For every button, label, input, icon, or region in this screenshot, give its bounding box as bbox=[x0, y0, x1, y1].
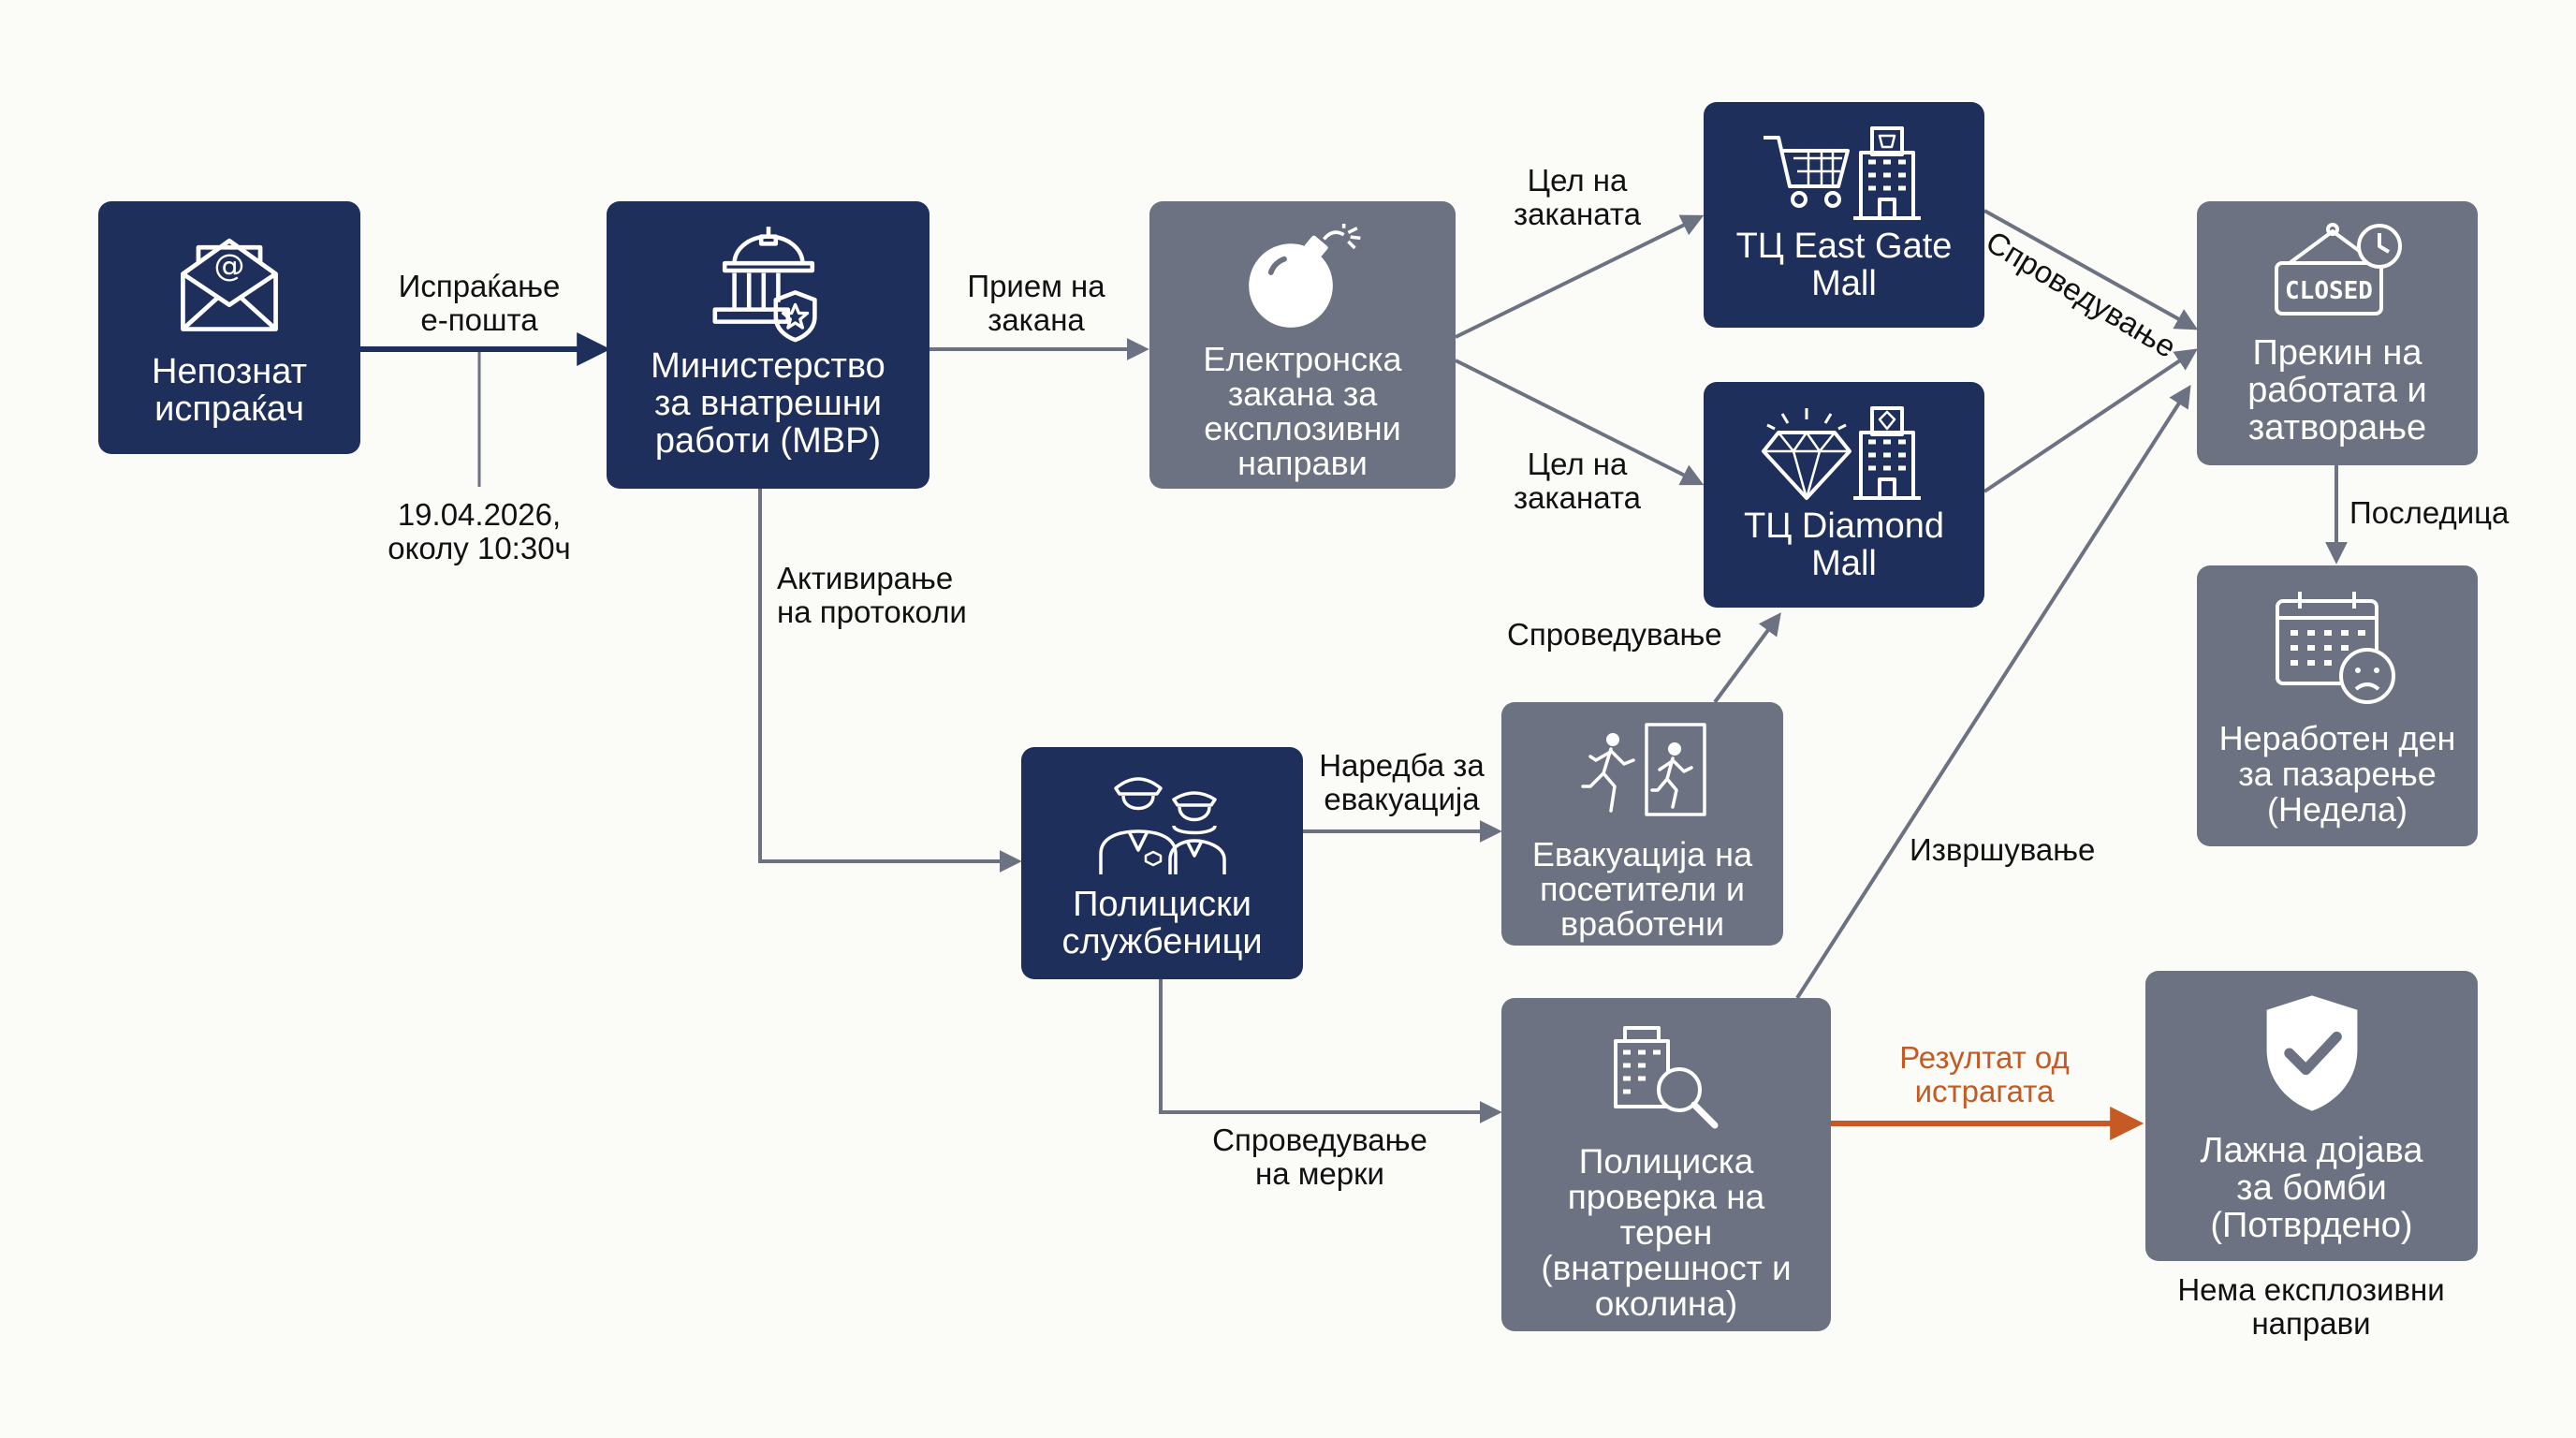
node-false-alarm: Лажна дојава за бомби (Потврдено) bbox=[2145, 971, 2478, 1261]
edge-label-receive-threat: Прием на закана bbox=[967, 269, 1105, 337]
node-closure: CLOSED Прекин на работата и затворање bbox=[2197, 201, 2478, 465]
closed-sign-text: CLOSED bbox=[2285, 277, 2373, 305]
edge-label-date-time: 19.04.2026, околу 10:30ч bbox=[388, 497, 571, 565]
edge-label-implementation-2: Спроведување bbox=[1507, 617, 1722, 652]
node-police-inspection: Полициска проверка на терен (внатрешност… bbox=[1501, 998, 1831, 1331]
node-label: Министерство за внатрешни работи (МВР) bbox=[651, 346, 886, 461]
arrow-threat-eastgate bbox=[1455, 214, 1705, 339]
node-ministry: Министерство за внатрешни работи (МВР) bbox=[607, 201, 929, 489]
government-building-icon bbox=[712, 227, 817, 343]
node-label: Електронска закана за експлозивни направ… bbox=[1203, 340, 1402, 482]
edge-label-activate-protocols: Активирање на протоколи bbox=[777, 561, 967, 629]
arrow-evacuation-diamond bbox=[1713, 612, 1781, 704]
edge-label-evacuation-order: Наредба за евакуација bbox=[1319, 748, 1485, 816]
node-label: ТЦ East Gate Mall bbox=[1735, 227, 1953, 303]
arrow-eastgate-closure bbox=[1983, 209, 2199, 330]
arrow-diamond-closure bbox=[1983, 348, 2198, 493]
node-unknown-sender: @ Непознат испраќач bbox=[98, 201, 360, 454]
calendar-sad-icon bbox=[2276, 592, 2395, 704]
node-label: Полициски службеници bbox=[1061, 885, 1263, 961]
node-label: Непознат испраќач bbox=[152, 352, 307, 429]
edge-label-execution: Извршување bbox=[1910, 832, 2096, 867]
arrow-ministry-police bbox=[758, 489, 1022, 873]
arrow-police-inspection bbox=[1159, 979, 1502, 1123]
bomb-icon bbox=[1248, 224, 1361, 328]
node-diamond-mall: ТЦ Diamond Mall bbox=[1704, 382, 1984, 608]
email-icon: @ bbox=[181, 238, 278, 331]
arrow-inspection-closure bbox=[1795, 384, 2191, 1000]
building-search-icon bbox=[1614, 1026, 1719, 1129]
edge-label-measures: Спроведување на мерки bbox=[1212, 1123, 1427, 1191]
diamond-building-icon bbox=[1762, 406, 1921, 500]
node-police-officers: Полициски службеници bbox=[1021, 747, 1303, 979]
node-electronic-threat: Електронска закана за експлозивни направ… bbox=[1149, 201, 1456, 489]
node-label: Лажна дојава за бомби (Потврдено) bbox=[2200, 1131, 2423, 1245]
node-label: Неработен ден за пазарење (Недела) bbox=[2218, 719, 2456, 829]
node-evacuation: Евакуација на посетители и вработени bbox=[1501, 702, 1783, 946]
svg-text:@: @ bbox=[213, 247, 244, 284]
closed-sign-icon: CLOSED bbox=[2275, 223, 2402, 315]
node-nonworking-day: Неработен ден за пазарење (Недела) bbox=[2197, 565, 2478, 846]
police-officers-icon bbox=[1098, 777, 1226, 874]
edge-label-investigation-result: Резултат од истрагата bbox=[1899, 1040, 2070, 1108]
edge-label-send-email: Испраќање е-пошта bbox=[398, 269, 561, 337]
edge-label-target-2: Цел на заканата bbox=[1514, 447, 1641, 515]
edge-label-target-1: Цел на заканата bbox=[1514, 163, 1641, 231]
shopping-cart-building-icon bbox=[1764, 126, 1921, 220]
emergency-exit-icon bbox=[1580, 723, 1706, 816]
node-eastgate-mall: ТЦ East Gate Mall bbox=[1704, 102, 1984, 328]
shield-check-icon bbox=[2266, 995, 2357, 1111]
edge-label-consequence: Последица bbox=[2349, 495, 2510, 530]
node-label: Прекин на работата и затворање bbox=[2247, 333, 2427, 448]
caption-no-explosives: Нема експлозивни направи bbox=[2177, 1272, 2445, 1341]
node-label: ТЦ Diamond Mall bbox=[1744, 506, 1944, 583]
node-label: Полициска проверка на терен (внатрешност… bbox=[1541, 1142, 1792, 1323]
node-label: Евакуација на посетители и вработени bbox=[1531, 835, 1753, 943]
arrow-threat-diamond bbox=[1455, 359, 1705, 486]
